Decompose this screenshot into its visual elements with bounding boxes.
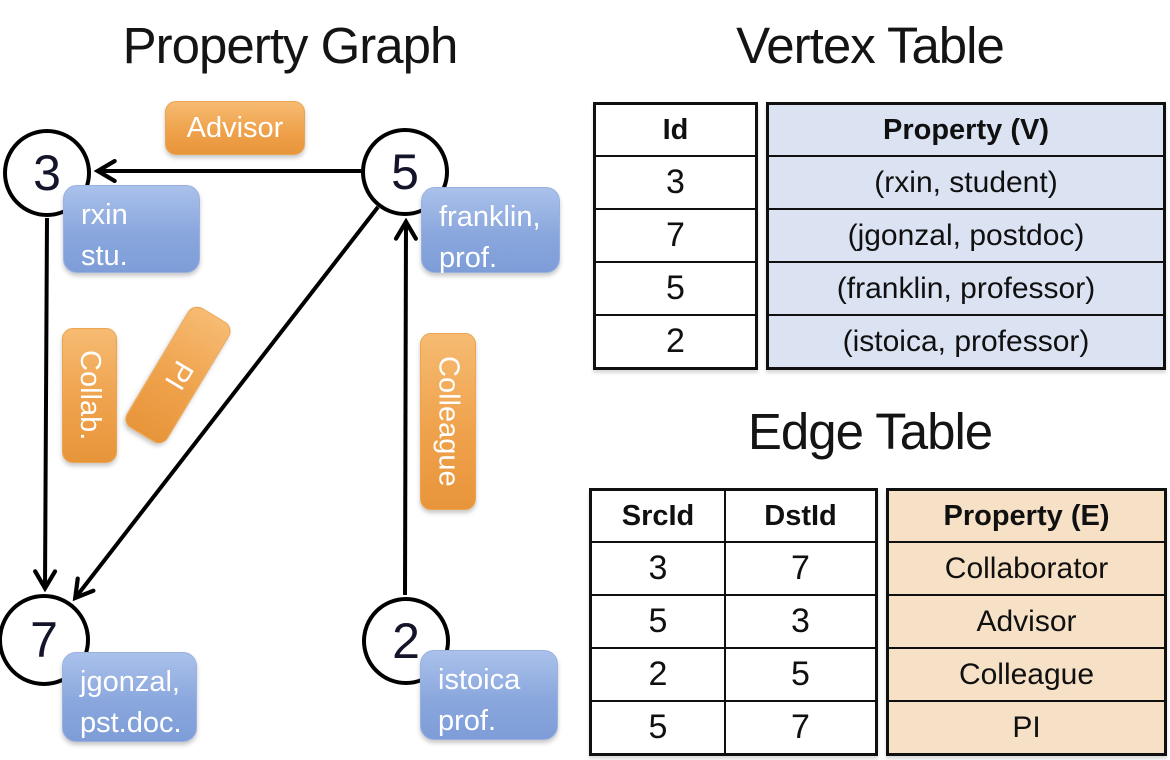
cell-property: (istoica, professor) [766,314,1166,370]
table-row: (jgonzal, postdoc) [766,208,1166,263]
cell-dstid: 3 [724,594,878,649]
table-row: (rxin, student) [766,155,1166,210]
graph-edges-layer [33,158,418,602]
vertex-table: Id 3 7 5 2 Property (V) (rxin, student) … [593,102,1166,370]
vertex-label-7: jgonzal, pst.doc. [62,652,197,742]
table-row: Collaborator [886,541,1167,596]
table-row: Colleague [886,647,1167,702]
table-row: 5 3 [589,594,878,649]
vertex-label-line: franklin, [439,201,541,233]
cell-id: 2 [593,314,758,370]
cell-dstid: 7 [724,541,878,596]
vertex-label-2: istoica prof. [420,650,558,740]
cell-property: Colleague [886,647,1167,702]
vertex-id: 3 [33,145,61,201]
cell-property: (franklin, professor) [766,261,1166,316]
table-row: 5 [593,261,758,316]
cell-srcid: 5 [589,700,726,756]
vertex-label-3: rxin stu. [63,185,200,273]
table-row: 2 5 [589,647,878,702]
table-row: PI [886,700,1167,756]
edge-label-collab: Collab. [62,328,117,463]
cell-property: Collaborator [886,541,1167,596]
vertex-table-property-column: Property (V) (rxin, student) (jgonzal, p… [766,102,1166,370]
cell-property: Advisor [886,594,1167,649]
cell-id: 5 [593,261,758,316]
table-row: (franklin, professor) [766,261,1166,316]
cell-property: (jgonzal, postdoc) [766,208,1166,263]
vertex-id: 2 [392,613,420,669]
vertex-label-5: franklin, prof. [421,187,560,274]
vertex-label-line: prof. [438,705,497,738]
cell-id: 7 [593,208,758,263]
column-header-id: Id [593,102,758,157]
vertex-label-line: istoica [438,664,521,696]
table-row: 7 [593,208,758,263]
column-header-property-e: Property (E) [886,488,1167,543]
cell-srcid: 5 [589,594,726,649]
table-row: Advisor [886,594,1167,649]
column-header-srcid: SrcId [589,488,726,543]
cell-srcid: 2 [589,647,726,702]
table-row: 5 7 [589,700,878,756]
cell-property: PI [886,700,1167,756]
vertex-label-line: jgonzal, [80,666,180,698]
table-row: 3 7 [589,541,878,596]
vertex-id: 7 [30,612,58,668]
table-row: (istoica, professor) [766,314,1166,370]
column-header-dstid: DstId [724,488,878,543]
vertex-label-line: rxin [81,199,128,231]
vertex-node-2: 2 [362,597,450,685]
column-header-property-v: Property (V) [766,102,1166,157]
edge-table-property-column: Property (E) Collaborator Advisor Collea… [886,488,1167,756]
edge-colleague-2-to-5 [393,217,418,596]
vertex-table-id-column: Id 3 7 5 2 [593,102,758,370]
edge-label-advisor: Advisor [165,101,305,155]
table-row: 3 [593,155,758,210]
vertex-label-line: stu. [81,240,128,273]
vertex-node-5: 5 [361,128,449,216]
cell-dstid: 5 [724,647,878,702]
vertex-label-line: pst.doc. [80,707,182,740]
edge-table-src-dst-columns: SrcId DstId 3 7 5 3 2 5 5 7 [589,488,878,756]
vertex-table-title: Vertex Table [736,17,1005,74]
edge-table: SrcId DstId 3 7 5 3 2 5 5 7 Property (E)… [589,488,1167,756]
vertex-id: 5 [391,144,419,200]
cell-srcid: 3 [589,541,726,596]
vertex-label-line: prof. [439,242,498,275]
cell-dstid: 7 [724,700,878,756]
cell-property: (rxin, student) [766,155,1166,210]
cell-id: 3 [593,155,758,210]
edge-table-title: Edge Table [747,403,993,460]
table-row: 2 [593,314,758,370]
property-graph-title: Property Graph [122,17,459,74]
edge-collab-3-to-7 [33,217,58,593]
edge-pi-5-to-7 [72,205,380,602]
edge-label-colleague: Colleague [420,333,476,510]
